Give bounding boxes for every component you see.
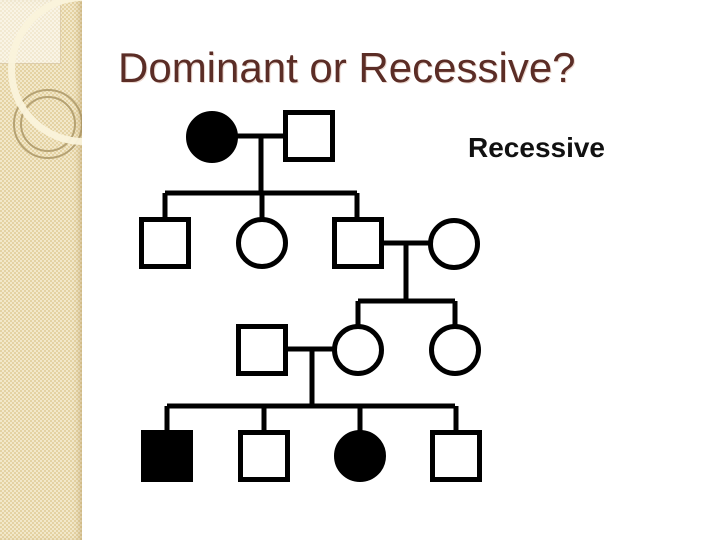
pedigree-IV-3-female-affected	[334, 430, 386, 482]
sidebar-decoration	[0, 0, 82, 540]
answer-label: Recessive	[468, 132, 606, 163]
pedigree-III-2-female-unaffected	[332, 324, 384, 376]
pedigree-II-4-female-unaffected	[428, 218, 480, 270]
pedigree-IV-4-male-unaffected	[430, 430, 482, 482]
slide-title: Dominant or Recessive?	[118, 44, 576, 91]
pedigree-I-2-male-unaffected	[283, 110, 335, 162]
pedigree-III-3-female-unaffected	[429, 324, 481, 376]
pedigree-II-1-male-unaffected	[139, 217, 191, 269]
pedigree-IV-1-male-affected	[141, 430, 193, 482]
pedigree-IV-2-male-unaffected	[238, 430, 290, 482]
pedigree-III-1-male-unaffected	[236, 324, 288, 376]
pedigree-II-3-male-unaffected	[332, 217, 384, 269]
pedigree-I-1-female-affected	[186, 111, 238, 163]
pedigree-II-2-female-unaffected	[236, 217, 288, 269]
